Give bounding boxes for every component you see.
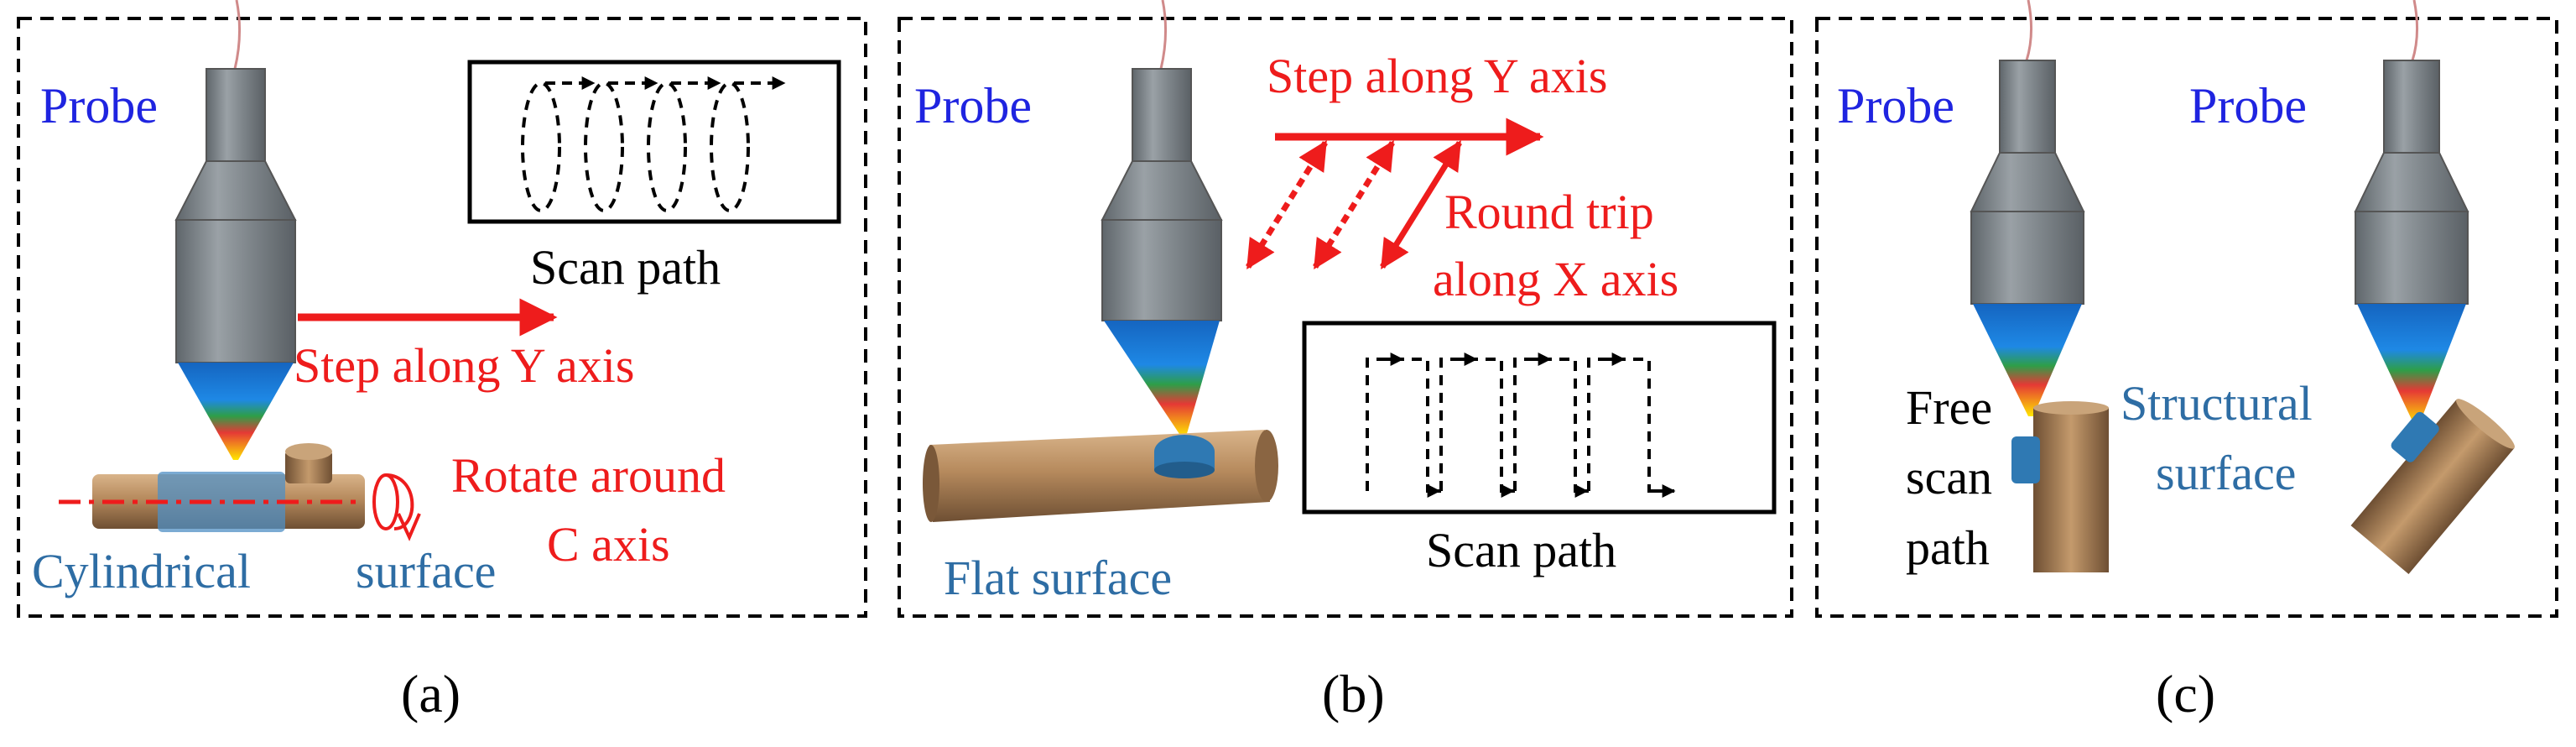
probe-left <box>1970 0 2085 416</box>
probe-right <box>2354 0 2469 425</box>
step-label: Step along Y axis <box>294 338 634 393</box>
scan-path-inset <box>467 60 841 224</box>
tilted-workpiece <box>2350 399 2515 574</box>
round-trip-line1: Round trip <box>1444 185 1654 239</box>
structural-line2: surface <box>2156 446 2296 500</box>
cylindrical-workpiece <box>59 443 421 541</box>
free-path-line1: Free <box>1906 380 1992 435</box>
laser-beam <box>2357 304 2466 425</box>
scan-path-label: Scan path <box>1426 523 1616 577</box>
scan-path-label: Scan path <box>530 240 721 295</box>
probe-label-right: Probe <box>2189 78 2307 133</box>
round-trip-arrows <box>1246 140 1462 269</box>
panel-b: Probe Step along Y axis Round trip along… <box>898 0 1793 618</box>
panel-c: Probe Probe Free <box>1815 0 2558 618</box>
surface-label-part2: surface <box>356 544 496 598</box>
caption-c: (c) <box>2156 664 2215 723</box>
surface-label: Flat surface <box>944 551 1172 605</box>
panel-c-frame <box>1815 17 2558 618</box>
free-path-line2: scan <box>1906 450 1992 504</box>
free-path-line3: path <box>1906 520 1990 575</box>
vertical-workpiece <box>2011 401 2109 572</box>
caption-b: (b) <box>1322 664 1385 723</box>
round-trip-line2: along X axis <box>1433 252 1678 306</box>
caption-a: (a) <box>401 664 461 723</box>
coating-spot <box>2011 436 2040 483</box>
panel-a: Probe Scan path <box>17 0 867 618</box>
panel-b-frame <box>898 17 1793 618</box>
probe <box>174 0 297 460</box>
probe-label: Probe <box>914 78 1032 133</box>
step-label: Step along Y axis <box>1267 49 1607 103</box>
coating-spot <box>2391 411 2439 462</box>
probe-label-left: Probe <box>1837 78 1954 133</box>
laser-beam <box>1104 321 1220 436</box>
rotate-label-line2: C axis <box>547 517 670 572</box>
scan-path-inset <box>1302 321 1777 515</box>
laser-beam <box>178 363 294 460</box>
probe <box>1101 0 1223 436</box>
laser-beam <box>1973 304 2082 416</box>
flat-workpiece <box>923 430 1278 522</box>
rotate-label-line1: Rotate around <box>451 448 726 503</box>
probe-label: Probe <box>40 78 158 133</box>
surface-label-part1: Cylindrical <box>32 544 251 598</box>
structural-line1: Structural <box>2121 376 2313 431</box>
panel-a-frame <box>17 17 867 618</box>
